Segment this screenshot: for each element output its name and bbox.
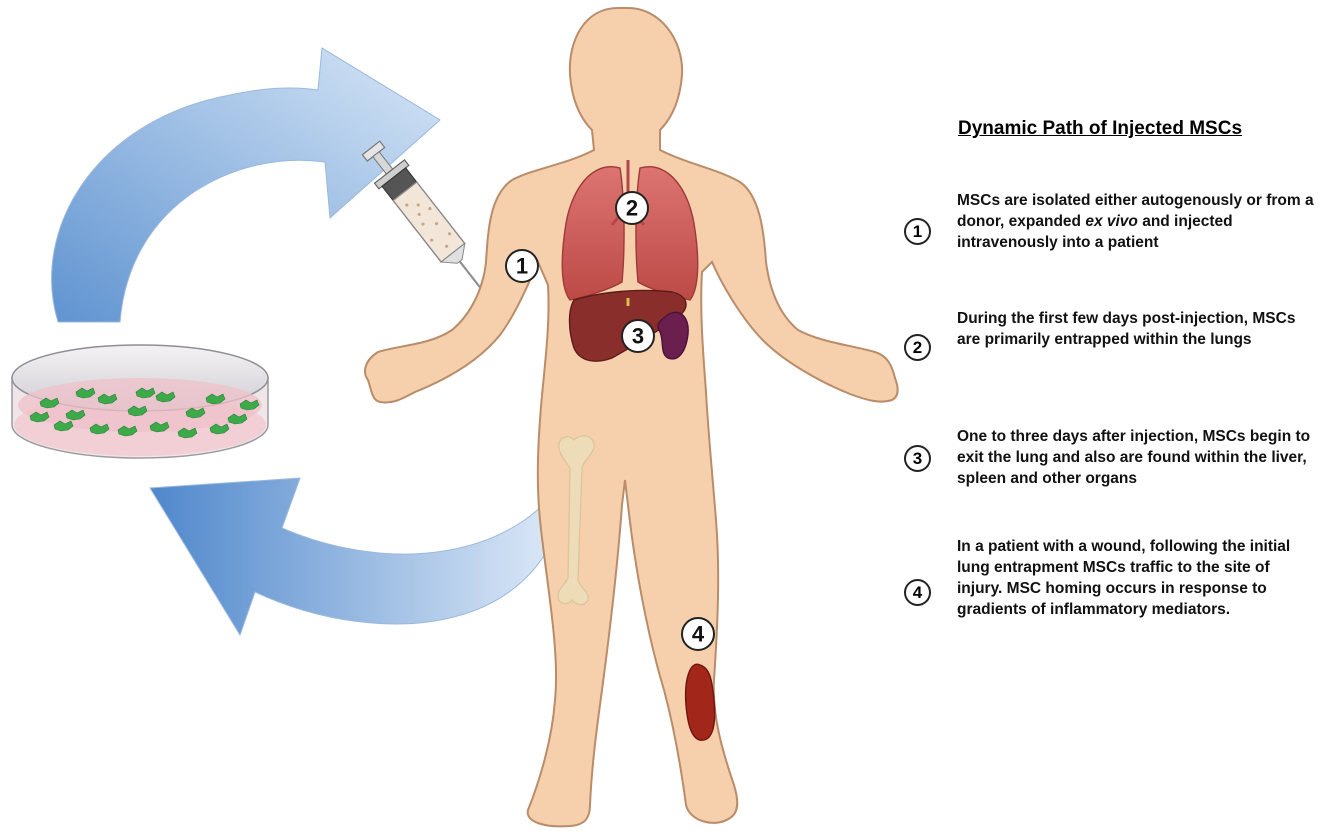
legend-title: Dynamic Path of Injected MSCs [958,118,1242,140]
marker-3: 3 [622,320,654,352]
petri-dish-icon [12,345,268,458]
body-figure [365,8,898,826]
svg-text:1: 1 [516,254,528,279]
step-1-text: MSCs are isolated either autogenously or… [957,190,1319,253]
step-3-text: One to three days after injection, MSCs … [957,426,1319,489]
step-2-text: During the first few days post-injection… [957,308,1319,350]
marker-4: 4 [682,618,714,650]
svg-text:2: 2 [626,196,638,221]
marker-2: 2 [616,192,648,224]
step-number-badge: 2 [904,334,931,361]
svg-text:4: 4 [692,622,705,647]
step-number-badge: 4 [904,579,931,606]
cycle-arrow-icon [150,470,570,635]
svg-text:3: 3 [632,324,644,349]
marker-1: 1 [506,250,538,282]
wound-icon [686,664,715,740]
step-4-text: In a patient with a wound, following the… [957,536,1319,620]
step-number-badge: 1 [904,218,931,245]
step-number-badge: 3 [904,445,931,472]
